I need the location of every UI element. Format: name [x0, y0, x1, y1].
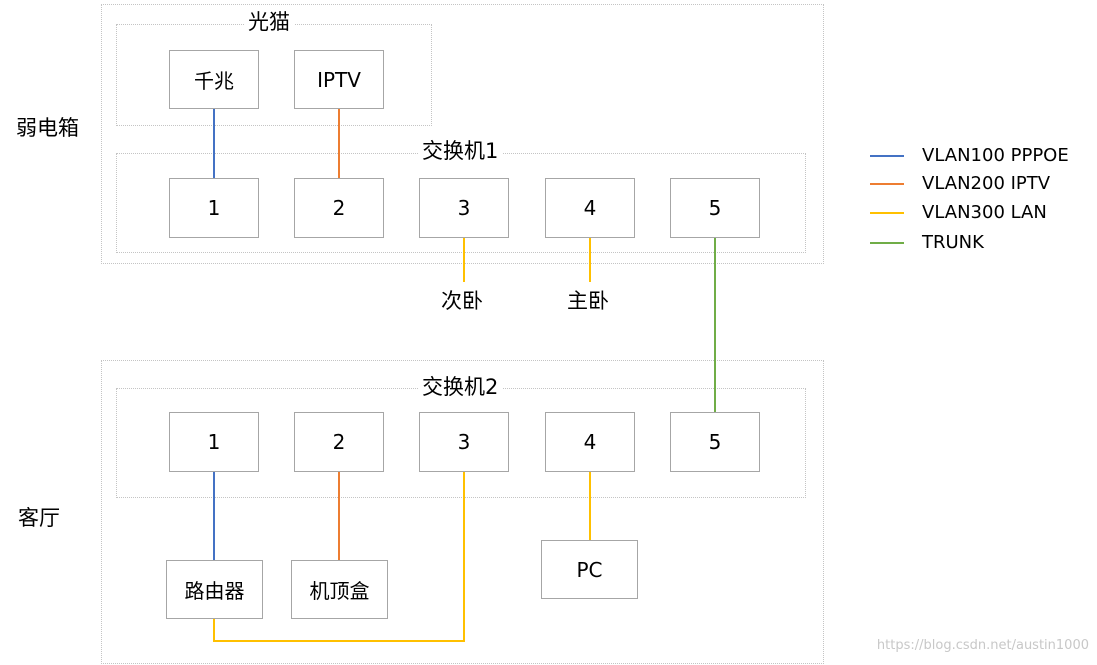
- switch2-port-1: 1: [169, 412, 259, 472]
- switch1-port-5: 5: [670, 178, 760, 238]
- legend-label-vlan200: VLAN200 IPTV: [922, 173, 1051, 194]
- legend-swatch-vlan100: [870, 155, 904, 157]
- device-pc: PC: [541, 540, 638, 599]
- device-set-top-box: 机顶盒: [291, 560, 388, 619]
- legend-label-vlan100: VLAN100 PPPOE: [922, 145, 1069, 166]
- room-label-weak-box: 弱电箱: [16, 116, 79, 140]
- modem-port-gigabit: 千兆: [169, 50, 259, 109]
- room-label-living-room: 客厅: [18, 506, 60, 530]
- weak-box-area: [101, 4, 824, 264]
- legend-swatch-vlan200: [870, 183, 904, 185]
- destination-second-bedroom: 次卧: [441, 289, 483, 313]
- legend-swatch-trunk: [870, 242, 904, 244]
- switch2-port-4: 4: [545, 412, 635, 472]
- modem-title: 光猫: [244, 12, 294, 33]
- living-room-area: [101, 360, 824, 664]
- switch2-title: 交换机2: [418, 377, 503, 398]
- switch1-port-4: 4: [545, 178, 635, 238]
- wire-switch2-port3-to-router: [213, 472, 465, 642]
- switch1-port-2: 2: [294, 178, 384, 238]
- switch2-port-5: 5: [670, 412, 760, 472]
- modem-port-iptv: IPTV: [294, 50, 384, 109]
- switch1-port-3: 3: [419, 178, 509, 238]
- switch2-port-2: 2: [294, 412, 384, 472]
- legend-label-trunk: TRUNK: [922, 232, 984, 253]
- device-router: 路由器: [166, 560, 263, 619]
- destination-master-bedroom: 主卧: [567, 289, 609, 313]
- legend-swatch-vlan300: [870, 212, 904, 214]
- switch1-title: 交换机1: [418, 141, 503, 162]
- legend-label-vlan300: VLAN300 LAN: [922, 202, 1047, 223]
- watermark: https://blog.csdn.net/austin1000: [876, 638, 1089, 653]
- switch1-port-1: 1: [169, 178, 259, 238]
- switch2-port-3: 3: [419, 412, 509, 472]
